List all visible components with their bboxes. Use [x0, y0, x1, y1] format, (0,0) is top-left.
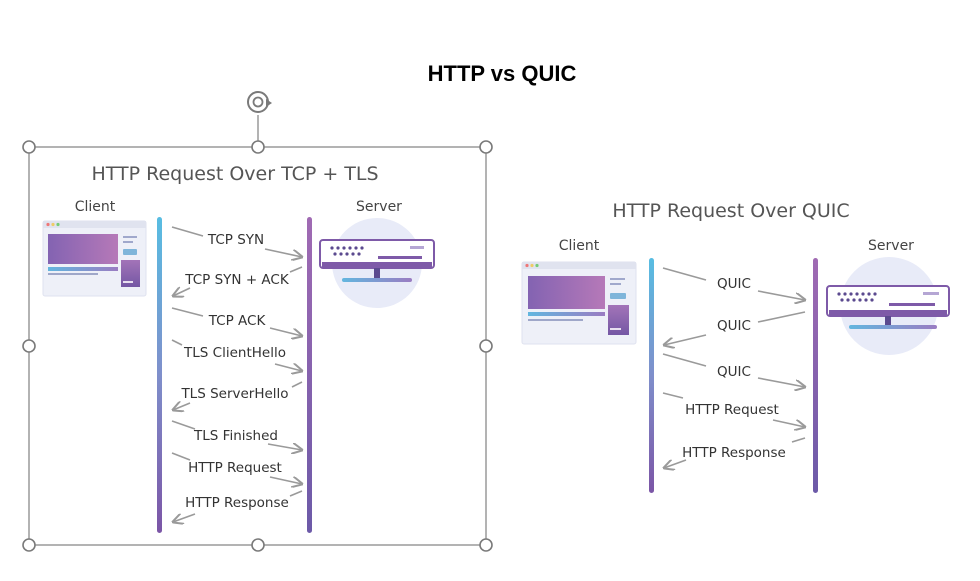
quic-client-lifeline [649, 258, 654, 493]
server-rack-icon [319, 218, 435, 308]
quic-arrow-end [757, 377, 805, 387]
quic-message: QUIC [662, 353, 805, 387]
tcp-client-lifeline [157, 217, 162, 533]
tcp-arrow-start [171, 452, 191, 461]
server-rack-icon [826, 257, 950, 355]
tcp-message: HTTP Request [171, 452, 302, 484]
quic-message-label: QUIC [717, 276, 751, 292]
quic-message-label: HTTP Response [682, 445, 786, 461]
tcp-message-label: TCP ACK [208, 313, 267, 329]
browser-window-icon [521, 261, 637, 345]
tcp-arrow-end [173, 513, 196, 522]
quic-diagram: HTTP Request Over QUIC Client Server [521, 200, 950, 493]
tcp-arrow-end [173, 403, 191, 410]
tcp-message-label: TLS ServerHello [180, 386, 288, 402]
quic-arrow-end [664, 459, 687, 468]
tcp-message-label: TLS Finished [193, 428, 278, 444]
tcp-arrow-end [274, 364, 302, 371]
tcp-message-label: TCP SYN + ACK [184, 272, 290, 288]
tcp-message: TLS Finished [171, 420, 302, 450]
tcp-arrow-end [264, 248, 302, 257]
tcp-arrow-end [267, 444, 302, 450]
quic-arrow-start [791, 437, 806, 443]
quic-diagram-title: HTTP Request Over QUIC [612, 200, 849, 222]
rotate-handle-icon[interactable] [247, 91, 272, 113]
browser-window-icon [42, 220, 147, 297]
quic-message-label: QUIC [717, 318, 751, 334]
tcp-server-label: Server [356, 199, 402, 215]
quic-arrow-start [662, 267, 707, 281]
tcp-message-label: HTTP Response [185, 495, 289, 511]
tcp-arrow-end [269, 327, 302, 336]
quic-client-label: Client [559, 238, 600, 254]
page-title: HTTP vs QUIC [428, 61, 577, 86]
quic-arrow-end [772, 419, 805, 427]
tcp-client-label: Client [75, 199, 116, 215]
quic-message: QUIC [662, 267, 805, 300]
quic-arrow-end [664, 334, 707, 345]
resize-handle-top-right[interactable] [479, 140, 493, 154]
quic-arrow-start [757, 311, 806, 323]
resize-handle-bottom-right[interactable] [479, 538, 493, 552]
tcp-arrow-start [171, 307, 204, 317]
resize-handle-left[interactable] [22, 339, 36, 353]
tcp-server-lifeline [307, 217, 312, 533]
quic-message: HTTP Request [662, 392, 805, 427]
quic-arrow-end [757, 290, 805, 300]
tcp-diagram: HTTP Request Over TCP + TLS Client Serve… [42, 163, 435, 533]
quic-message: HTTP Response [664, 437, 806, 468]
tcp-message: TCP SYN + ACK [173, 266, 303, 296]
resize-handle-right[interactable] [479, 339, 493, 353]
tcp-message: TCP SYN [171, 226, 302, 257]
tcp-message: TLS ClientHello [171, 339, 302, 371]
tcp-diagram-title: HTTP Request Over TCP + TLS [91, 163, 378, 185]
tcp-arrow-start [289, 490, 303, 497]
resize-handle-bottom[interactable] [251, 538, 265, 552]
quic-message-label: HTTP Request [685, 402, 779, 418]
quic-message-label: QUIC [717, 364, 751, 380]
tcp-message: TCP ACK [171, 307, 302, 336]
quic-arrow-start [662, 392, 684, 399]
tcp-message-label: TLS ClientHello [183, 345, 286, 361]
quic-server-lifeline [813, 258, 818, 493]
resize-handle-bottom-left[interactable] [22, 538, 36, 552]
tcp-arrow-start [291, 381, 303, 388]
tcp-message: TLS ServerHello [173, 381, 303, 410]
tcp-message-label: TCP SYN [207, 232, 264, 248]
quic-server-label: Server [868, 238, 914, 254]
tcp-arrow-start [171, 420, 196, 430]
tcp-arrow-start [289, 266, 303, 273]
tcp-arrow-end [269, 476, 302, 484]
quic-message: QUIC [664, 311, 806, 345]
resize-handle-top[interactable] [251, 140, 265, 154]
tcp-message: HTTP Response [173, 490, 303, 522]
tcp-arrow-start [171, 339, 183, 346]
tcp-message-label: HTTP Request [188, 460, 282, 476]
tcp-arrow-end [173, 288, 191, 296]
tcp-arrow-start [171, 226, 204, 237]
quic-arrow-start [662, 353, 707, 367]
resize-handle-top-left[interactable] [22, 140, 36, 154]
selection-frame[interactable] [22, 91, 493, 552]
